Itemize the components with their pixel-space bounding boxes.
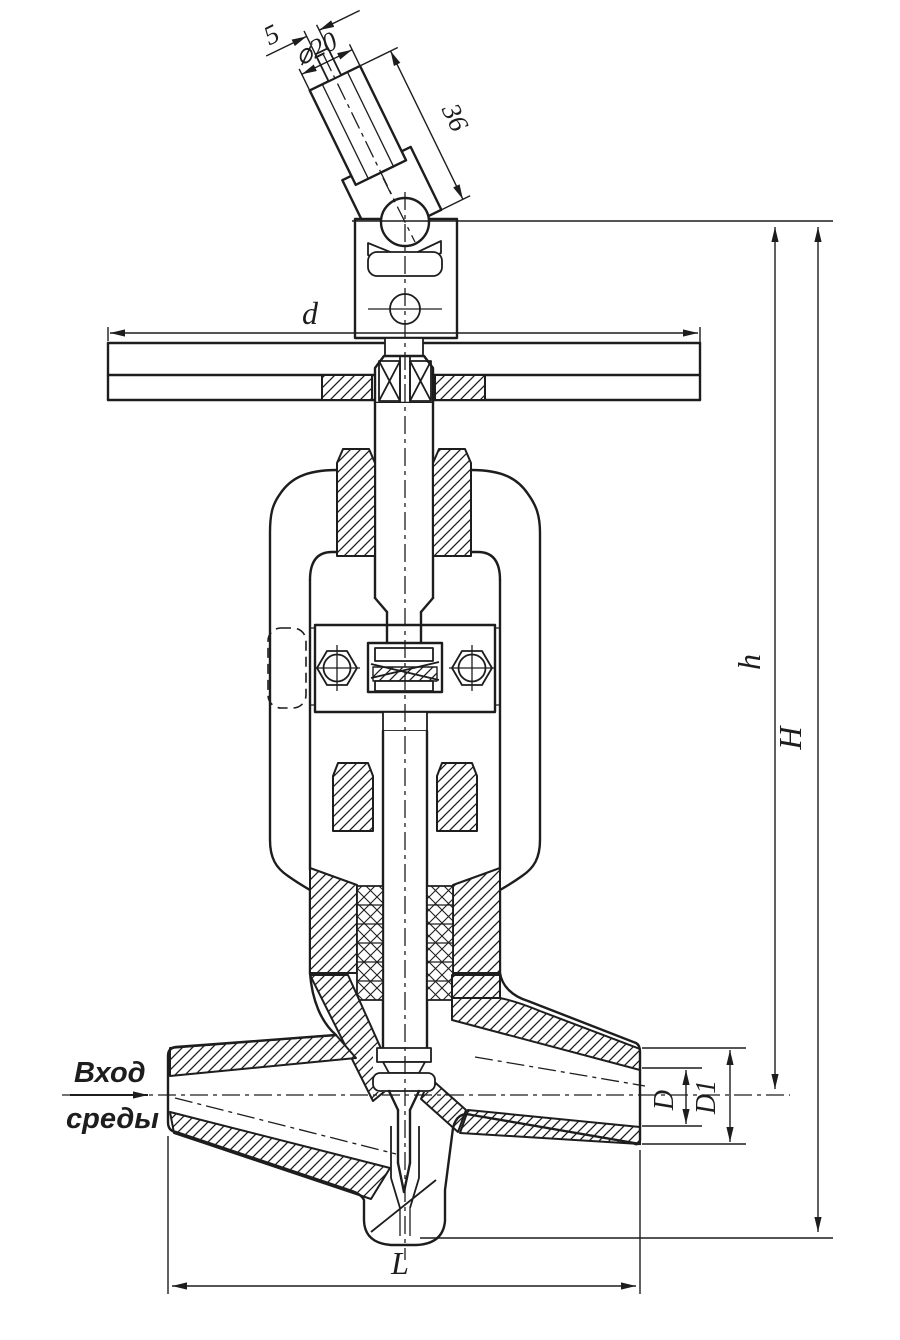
stem-head bbox=[353, 196, 459, 340]
handwheel bbox=[106, 337, 702, 405]
dim-label-handwheel-diameter: d bbox=[302, 295, 319, 331]
centerlines bbox=[62, 177, 790, 1260]
dim-label-stem-length: 36 bbox=[435, 98, 474, 137]
wheel-web-section-left bbox=[321, 374, 373, 401]
yoke-bushing-right bbox=[432, 448, 472, 557]
inlet-channel-axis bbox=[174, 1097, 397, 1155]
gland-bush-left bbox=[332, 762, 374, 832]
outlet-channel-axis bbox=[474, 1056, 646, 1087]
wheel-hub bbox=[373, 354, 435, 405]
dim-label-bore-diameter: D bbox=[649, 1090, 680, 1111]
spindle-end-detail: ⌀20 5 36 bbox=[259, 9, 475, 245]
dim-label-center-height: h bbox=[731, 654, 767, 670]
inlet-bottom-wall bbox=[169, 1111, 391, 1200]
inlet-label-line2: среды bbox=[66, 1103, 159, 1135]
stuffing-box-wall-left bbox=[309, 867, 358, 974]
gland-assembly bbox=[267, 610, 500, 732]
dim-label-stem-flat: 5 bbox=[259, 18, 284, 51]
yoke-bushing-left bbox=[336, 448, 376, 557]
inlet-label-line1: Вход bbox=[74, 1057, 146, 1089]
stuffing-box-wall-right bbox=[452, 867, 501, 974]
dimensions: d h H D D1 L bbox=[107, 220, 833, 1294]
gland-bush-right bbox=[436, 762, 478, 832]
dim-label-body-length: L bbox=[390, 1245, 409, 1281]
hidden-contour bbox=[267, 627, 307, 709]
spindle-axis bbox=[382, 177, 416, 243]
dim-label-total-height: H bbox=[772, 725, 808, 751]
valve-body bbox=[166, 971, 642, 1247]
dim-label-pipe-outer-diameter: D1 bbox=[691, 1080, 722, 1115]
body-bottom-outline bbox=[174, 1113, 642, 1247]
wheel-web-section-right bbox=[434, 374, 486, 401]
yoke-bonnet bbox=[268, 401, 542, 975]
inlet-annotation: Вход среды bbox=[66, 1057, 159, 1135]
